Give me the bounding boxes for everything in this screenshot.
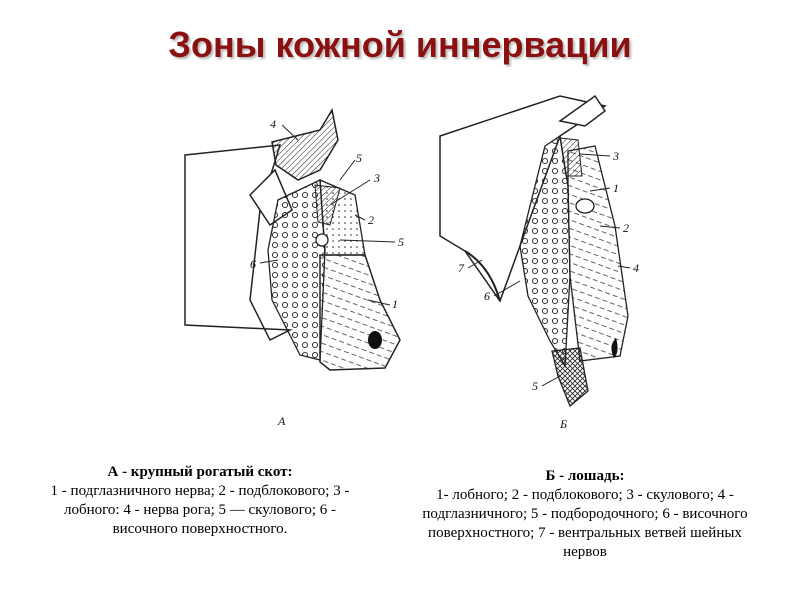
label-6: 6 — [484, 289, 490, 303]
caption-horse-body: 1- лобного; 2 - подблокового; 3 - скулов… — [422, 487, 748, 560]
leader-6 — [493, 280, 521, 297]
label-4: 4 — [270, 117, 276, 131]
ear-outline — [558, 94, 607, 127]
horn-nerve-zone — [271, 107, 339, 181]
leader-2 — [599, 225, 621, 229]
label-2: 2 — [368, 213, 374, 227]
leader-3 — [329, 179, 371, 206]
label-1: 1 — [613, 181, 619, 195]
leader-6 — [259, 259, 279, 264]
leader-5 — [541, 375, 561, 387]
eye — [575, 198, 595, 214]
label-2: 2 — [623, 221, 629, 235]
leader-1 — [589, 187, 611, 192]
mental-zone — [551, 347, 589, 408]
leader-1 — [367, 299, 391, 306]
leader-5a — [339, 159, 356, 181]
frontal-zone — [314, 184, 341, 226]
caption-cattle: А - крупный рогатый скот: 1 - подглазнич… — [30, 463, 370, 539]
label-3: 3 — [373, 171, 380, 185]
cattle-head-drawing: 4 5 3 2 5 6 1 А — [184, 107, 404, 428]
label-7: 7 — [458, 261, 465, 275]
caption-cattle-body: 1 - подглазничного нерва; 2 - подблоково… — [50, 483, 350, 537]
figure-letter-a: А — [277, 414, 286, 428]
nostril — [611, 338, 618, 358]
temporal-superficial-zone — [519, 134, 571, 369]
label-4: 4 — [633, 261, 639, 275]
label-5-top: 5 — [356, 151, 362, 165]
nostril — [368, 331, 382, 349]
leader-4 — [281, 124, 299, 141]
label-5: 5 — [532, 379, 538, 393]
infraorbital-zone — [319, 254, 401, 371]
cattle-head-figure: 4 5 3 2 5 6 1 А — [180, 100, 420, 440]
label-5-bottom: 5 — [398, 235, 404, 249]
leader-5b — [339, 239, 396, 243]
slide-title: Зоны кожной иннервации — [168, 24, 632, 65]
leader-3 — [579, 153, 611, 157]
leader-7 — [467, 259, 483, 269]
label-3: 3 — [612, 149, 619, 163]
zygomatic-zone — [559, 137, 583, 177]
label-1: 1 — [392, 297, 398, 311]
figure-letter-b: Б — [559, 417, 567, 431]
horse-head-drawing: 3 1 2 7 4 6 5 Б — [439, 94, 639, 431]
cervical-nerve-line — [464, 250, 501, 302]
horse-head-figure: 3 1 2 7 4 6 5 Б — [420, 76, 660, 436]
caption-horse: Б - лошадь: 1- лобного; 2 - подблокового… — [405, 467, 765, 562]
infraorbital-zone — [567, 145, 629, 362]
eye — [315, 233, 329, 247]
label-6: 6 — [250, 257, 256, 271]
leader-2 — [354, 214, 366, 221]
caption-cattle-heading: А - крупный рогатый скот: — [107, 464, 293, 480]
caption-horse-heading: Б - лошадь: — [545, 468, 625, 484]
leader-4 — [617, 265, 631, 269]
